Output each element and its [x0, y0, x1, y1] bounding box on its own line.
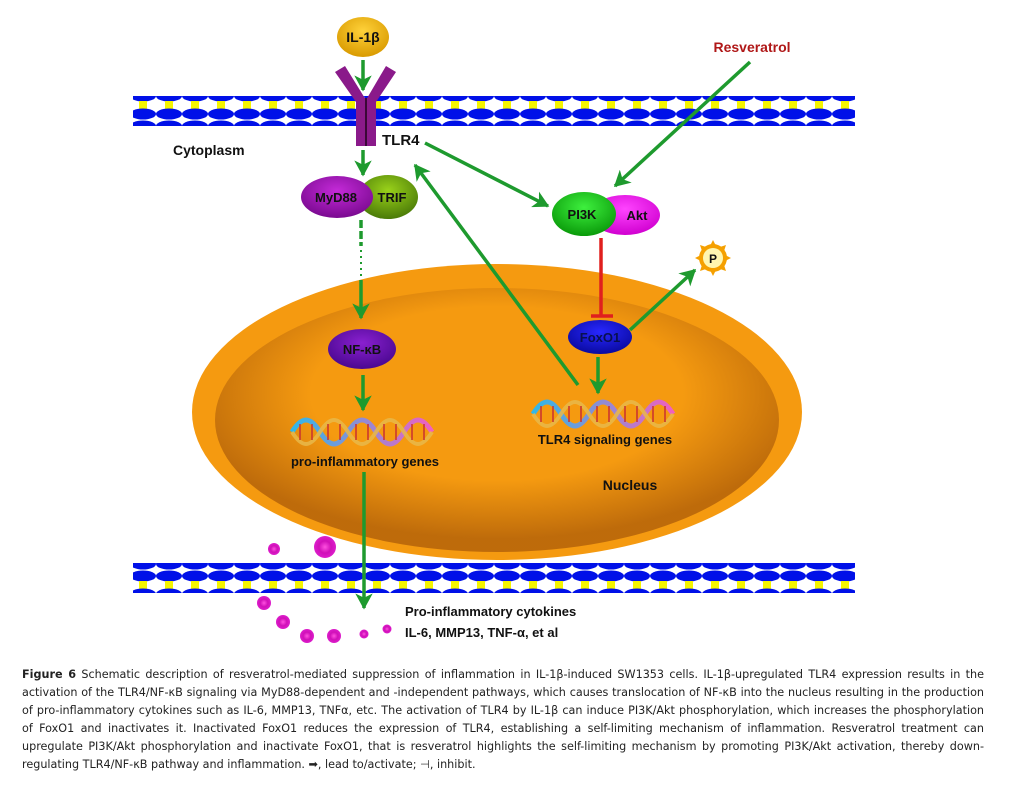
arrow-foxo1-p — [628, 268, 697, 332]
nfkb-node — [328, 329, 396, 369]
pi3k-label: PI3K — [568, 207, 598, 222]
akt-label: Akt — [627, 208, 649, 223]
arrow-resveratrol-pi3k — [613, 60, 752, 188]
il1b-label: IL-1β — [346, 29, 380, 45]
trif-label: TRIF — [378, 190, 407, 205]
resveratrol-label: Resveratrol — [713, 39, 790, 55]
nfkb-label: NF-κB — [343, 342, 381, 357]
caption-text: Schematic description of resveratrol-med… — [22, 668, 985, 771]
cytokines-list: IL-6, MMP13, TNF-α, et al — [405, 625, 558, 640]
inhibit-pi3k-foxo1 — [591, 238, 613, 318]
phosphate-node — [695, 240, 731, 276]
foxo1-label: FoxO1 — [580, 330, 620, 345]
trif-node — [358, 175, 418, 219]
pi3k-node — [552, 192, 616, 236]
arrow-tlr4genes-tlr4 — [413, 163, 580, 387]
tlr4-label: TLR4 — [382, 132, 420, 149]
foxo1-node — [568, 320, 632, 354]
cell-membrane-bottom — [133, 563, 855, 593]
phosphate-label: P — [709, 252, 717, 266]
tlr4-genes-label: TLR4 signaling genes — [538, 432, 672, 447]
arrow-tlr4-pi3k — [424, 141, 550, 208]
figure-caption: Figure 6 Schematic description of resver… — [22, 666, 984, 774]
tlr4-receptor — [335, 66, 396, 146]
figure-label: Figure 6 — [22, 668, 77, 681]
cytoplasm-label: Cytoplasm — [173, 142, 245, 158]
il1b-node — [337, 17, 389, 57]
myd88-node — [301, 176, 373, 218]
cytokine-particles — [257, 536, 392, 643]
pathway-diagram: IL-1β TLR4 Cytoplasm MyD88 TRIF Resverat… — [133, 17, 855, 643]
cytokines-title: Pro-inflammatory cytokines — [405, 604, 576, 619]
myd88-label: MyD88 — [315, 190, 357, 205]
cell-membrane-top — [133, 96, 855, 126]
nucleus-label: Nucleus — [603, 477, 658, 493]
pro-genes-label: pro-inflammatory genes — [291, 454, 439, 469]
